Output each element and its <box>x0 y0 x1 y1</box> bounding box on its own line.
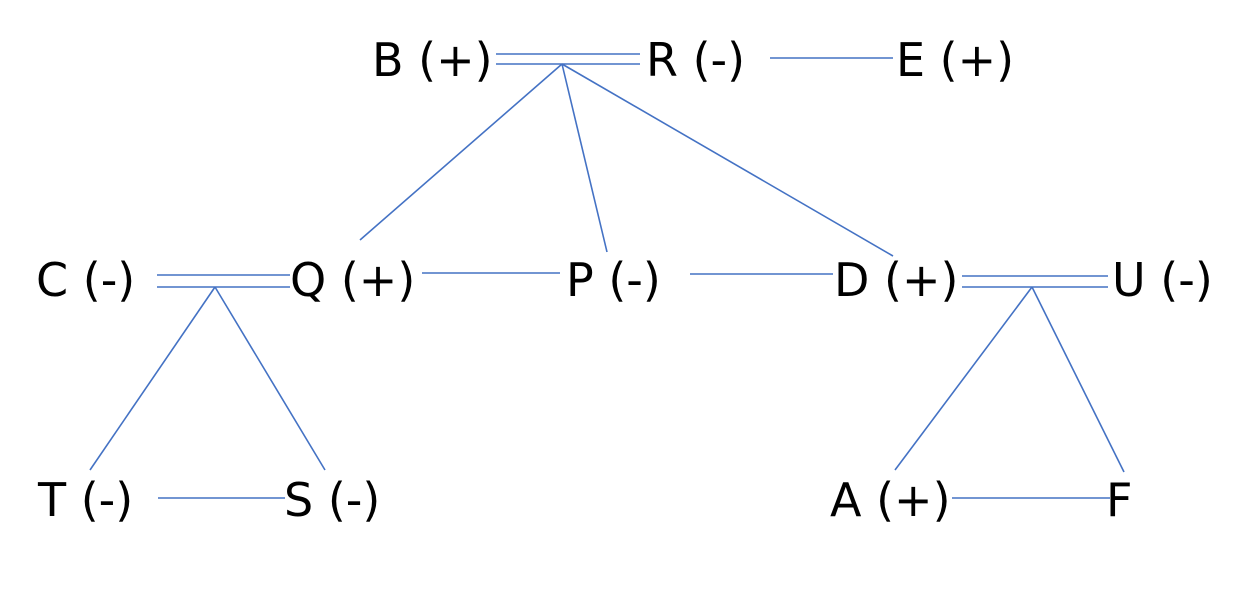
node-C: C (-) <box>36 253 135 307</box>
edge-DU-A <box>894 286 1033 471</box>
node-S: S (-) <box>284 473 380 527</box>
edge-B-R-double <box>496 53 640 65</box>
edge-DU-F <box>1031 286 1125 473</box>
node-A: A (+) <box>830 473 951 527</box>
node-R: R (-) <box>646 33 745 87</box>
edge-CQ-S <box>214 286 326 471</box>
node-P: P (-) <box>566 253 661 307</box>
node-D: D (+) <box>834 253 958 307</box>
node-T: T (-) <box>37 473 133 527</box>
node-layer: B (+) R (-) E (+) C (-) Q (+) P (-) D (+… <box>36 33 1213 527</box>
node-E: E (+) <box>896 33 1014 87</box>
edge-C-Q-double <box>157 274 290 288</box>
edge-D-U-double <box>962 275 1108 288</box>
node-Q: Q (+) <box>290 253 415 307</box>
edge-BR-Q <box>359 63 563 241</box>
edge-CQ-T <box>89 286 216 471</box>
edge-BR-D <box>561 63 894 257</box>
edge-layer <box>89 53 1125 499</box>
node-F: F <box>1106 473 1132 527</box>
node-U: U (-) <box>1112 253 1213 307</box>
node-B: B (+) <box>372 33 493 87</box>
edge-BR-P <box>561 63 608 253</box>
